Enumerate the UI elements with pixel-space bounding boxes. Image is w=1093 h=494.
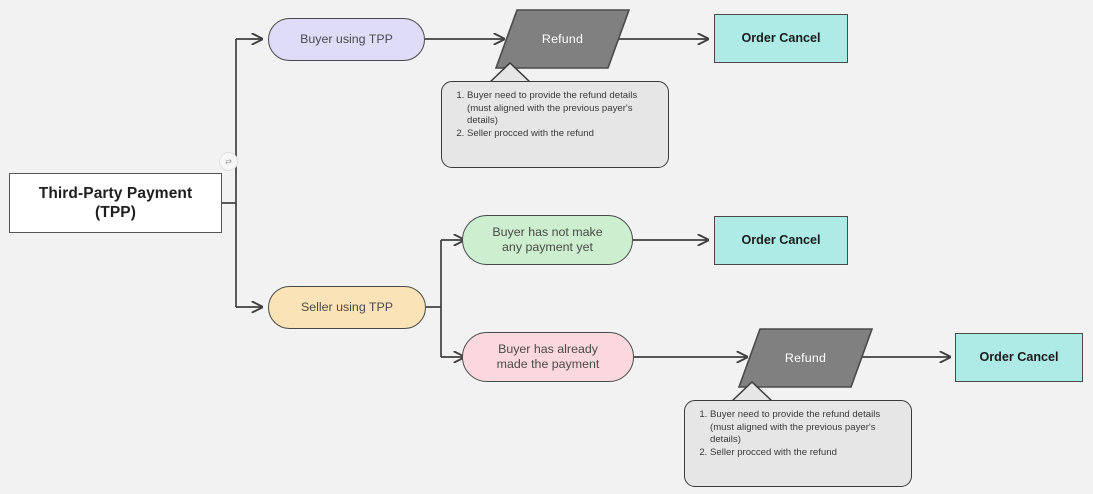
callout-bottom-item-2: Seller procced with the refund	[710, 447, 901, 460]
node-buyer-no-payment-line1: Buyer has not make	[492, 224, 603, 239]
callout-top-list: Buyer need to provide the refund details…	[451, 90, 658, 141]
node-root-label-line2: (TPP)	[95, 204, 136, 221]
connector-handle-badge-icon[interactable]: ⇄	[219, 152, 238, 171]
node-seller-using-tpp-label: Seller using TPP	[300, 299, 394, 314]
node-buyer-already-paid-line2: made the payment	[496, 357, 600, 371]
node-refund-bottom[interactable]: Refund	[738, 328, 873, 388]
callout-top-item-1: Buyer need to provide the refund details…	[467, 90, 658, 128]
node-refund-top-label: Refund	[541, 32, 584, 46]
node-root-label-line1: Third-Party Payment	[38, 184, 193, 202]
node-order-cancel-2-label: Order Cancel	[741, 232, 821, 247]
node-order-cancel-3-label: Order Cancel	[979, 349, 1059, 364]
node-buyer-no-payment-line2: any payment yet	[502, 240, 593, 254]
callout-bottom-body: Buyer need to provide the refund details…	[684, 400, 912, 487]
node-order-cancel-1[interactable]: Order Cancel	[714, 14, 848, 63]
node-refund-bottom-label: Refund	[784, 351, 827, 365]
node-buyer-already-paid[interactable]: Buyer has already made the payment	[462, 332, 634, 382]
node-refund-top[interactable]: Refund	[495, 9, 630, 69]
node-buyer-no-payment[interactable]: Buyer has not make any payment yet	[462, 215, 633, 265]
callout-top-body: Buyer need to provide the refund details…	[441, 81, 669, 168]
callout-bottom-list: Buyer need to provide the refund details…	[694, 409, 901, 460]
node-buyer-using-tpp-label: Buyer using TPP	[300, 31, 393, 46]
node-buyer-using-tpp[interactable]: Buyer using TPP	[268, 18, 425, 61]
node-order-cancel-1-label: Order Cancel	[741, 30, 821, 45]
connector-handle-glyph: ⇄	[225, 157, 232, 166]
node-buyer-already-paid-line1: Buyer has already	[498, 341, 598, 356]
node-order-cancel-2[interactable]: Order Cancel	[714, 216, 848, 265]
node-seller-using-tpp[interactable]: Seller using TPP	[268, 286, 426, 329]
callout-top-item-2: Seller procced with the refund	[467, 128, 658, 141]
node-order-cancel-3[interactable]: Order Cancel	[955, 333, 1083, 382]
node-third-party-payment[interactable]: Third-Party Payment (TPP)	[9, 173, 222, 233]
callout-bottom-item-1: Buyer need to provide the refund details…	[710, 409, 901, 447]
